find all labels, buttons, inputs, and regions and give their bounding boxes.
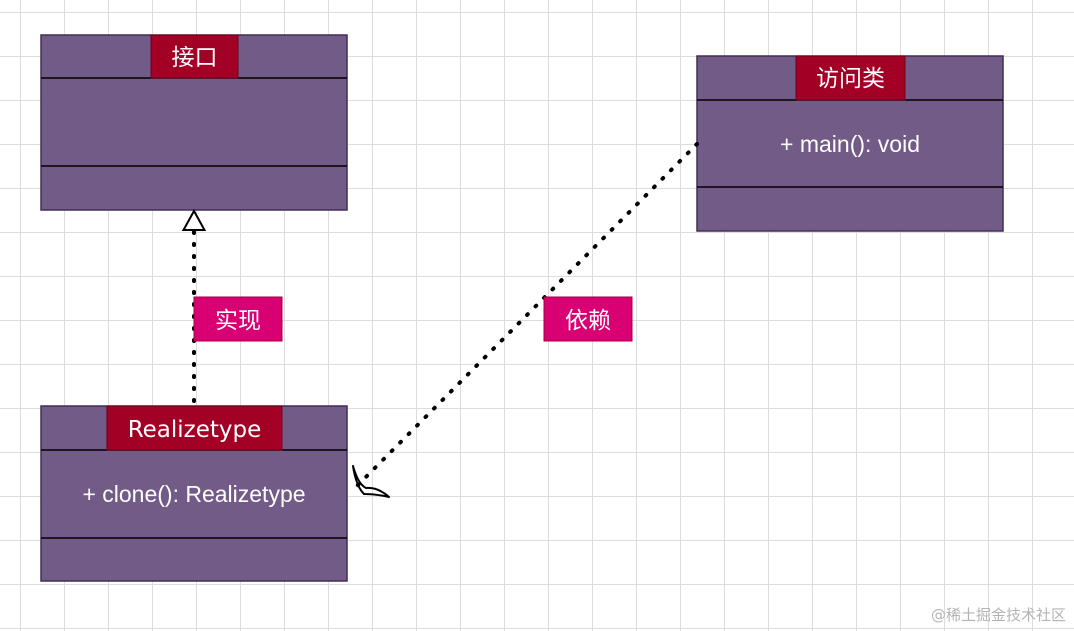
hollow-triangle-arrowhead-icon — [181, 208, 207, 231]
watermark: @稀土掘金技术社区 — [930, 606, 1066, 624]
class-visitor[interactable]: 访问类 + main(): void — [696, 55, 1004, 232]
class-interface[interactable]: 接口 — [40, 34, 348, 211]
class-visitor-method: + main(): void — [780, 131, 920, 157]
edge-dependency-label-badge — [543, 296, 633, 342]
edge-realization-label: 实现 — [215, 308, 261, 334]
class-realizetype-title-badge — [106, 405, 283, 451]
edge-realization[interactable]: 实现 — [181, 208, 283, 406]
edge-dependency[interactable]: 依赖 — [349, 142, 699, 498]
open-arrowhead-icon — [352, 465, 390, 498]
class-interface-title: 接口 — [172, 45, 218, 71]
class-interface-title-badge — [150, 34, 239, 79]
class-realizetype-title: Realizetype — [128, 417, 262, 443]
edge-dependency-line — [349, 142, 699, 494]
class-realizetype[interactable]: Realizetype + clone(): Realizetype — [40, 405, 348, 582]
class-realizetype-method: + clone(): Realizetype — [82, 481, 305, 507]
edge-realization-label-badge — [193, 296, 283, 342]
class-visitor-title-badge — [795, 55, 906, 101]
class-visitor-title: 访问类 — [816, 66, 885, 92]
edge-dependency-label: 依赖 — [565, 308, 611, 334]
